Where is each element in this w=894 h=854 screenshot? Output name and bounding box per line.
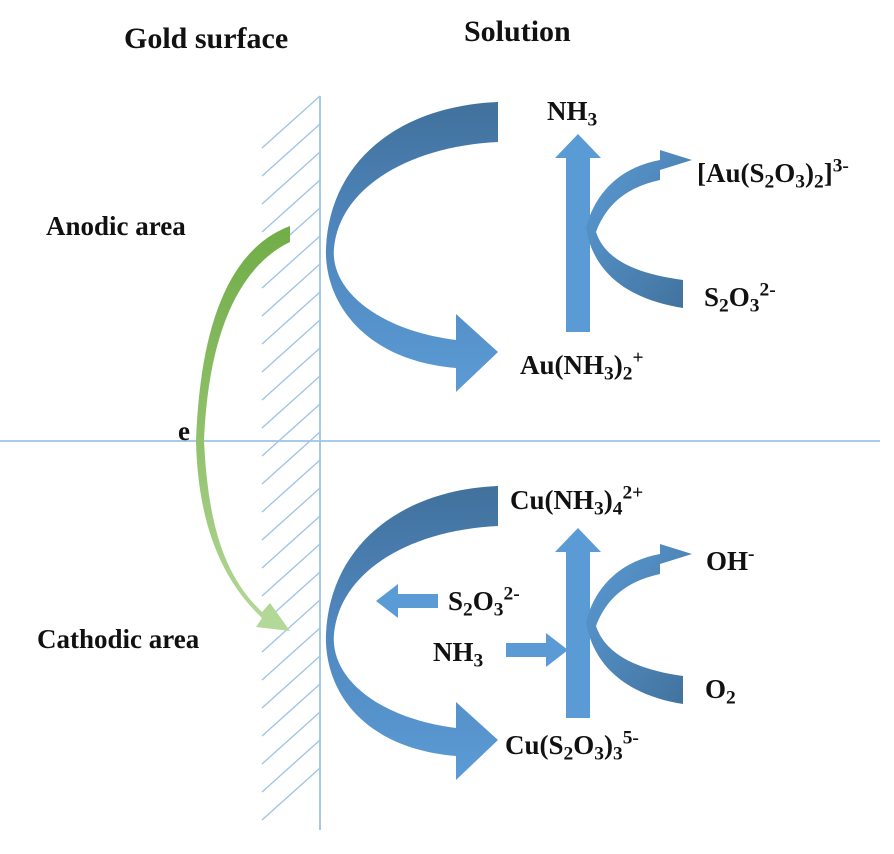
species-au-thio-sup: 3- [832,155,849,177]
species-au-amm-s1: 3 [604,363,614,385]
species-au-amm-p1: Au(NH [520,350,605,380]
species-oh-main: OH [706,546,749,576]
species-nh3-top-sub: 3 [587,109,598,131]
species-nh3-mid-main: NH [433,637,474,667]
species-au-thio-p1: [Au(S [697,158,765,188]
species-cu-amm-s2: 4 [612,498,623,520]
species-au-thio-p2: O [774,158,796,188]
species-s2o3-mid-p1: S [448,586,464,616]
species-cu-ammine: Cu(NH3)42+ [510,483,643,519]
ammonia-right-arrow [506,633,568,667]
species-o2-sub: 2 [726,687,736,709]
cathodic-vertical-arrow [555,528,601,718]
species-au-thio-s1: 2 [764,171,775,193]
anodic-curved-arrow [325,102,498,392]
species-s2o3-top-s1: 2 [719,295,729,317]
gold-surface-header: Gold surface [124,22,289,55]
cathodic-area-label: Cathodic area [37,624,200,654]
species-au-thio-s2: 3 [795,171,805,193]
anodic-vertical-arrow [555,134,601,332]
species-cu-amm-p2: ) [603,485,613,515]
cathodic-branch-arrow [586,544,692,704]
species-s2o3-mid-s2: 3 [493,599,504,621]
species-cu-thio-s2: 3 [594,743,604,765]
species-au-amm-sup: + [632,347,644,369]
cathodic-curved-arrow [325,486,498,780]
species-cu-thio-p3: ) [603,730,613,760]
species-s2o3-top-sup: 2- [759,279,776,301]
species-s2o3-mid-sup: 2- [503,583,520,605]
species-hydroxide: OH- [706,544,755,576]
species-cu-amm-sup: 2+ [622,482,644,504]
species-cu-thio-s1: 2 [563,743,574,765]
species-thiosulfate-mid: S2O32- [448,584,520,620]
species-s2o3-mid-s1: 2 [463,599,473,621]
species-au-thiosulfate: [Au(S2O3)2]3- [697,156,849,192]
species-nh3-mid: NH3 [433,637,483,671]
species-cu-thio-p2: O [573,730,595,760]
species-cu-thiosulfate: Cu(S2O3)35- [505,728,639,764]
anodic-branch-arrow [586,150,692,308]
species-cu-amm-s1: 3 [594,498,604,520]
species-cu-thio-p1: Cu(S [505,730,564,760]
species-au-thio-p3: ) [804,158,814,188]
solution-header: Solution [464,15,571,48]
thiosulfate-left-arrow [376,584,438,618]
anodic-area-label: Anodic area [46,211,186,241]
species-thiosulfate-top: S2O32- [704,280,776,316]
species-s2o3-mid-p2: O [472,586,494,616]
species-au-thio-s3: 2 [813,171,824,193]
species-au-amm-p2: ) [613,350,623,380]
species-cu-amm-p1: Cu(NH [510,485,595,515]
species-nh3-mid-sub: 3 [473,650,484,672]
species-nh3-top: NH3 [547,96,597,130]
species-nh3-top-main: NH [547,96,588,126]
electron-label: e [178,416,190,446]
gold-surface-hatching [261,95,321,821]
species-oh-sup: - [748,543,755,565]
species-au-thio-p4: ] [823,158,833,188]
species-cu-thio-s3: 3 [612,743,623,765]
species-o2-main: O [705,674,727,704]
species-s2o3-top-s2: 3 [749,295,760,317]
species-s2o3-top-p1: S [704,282,720,312]
species-au-ammine: Au(NH3)2+ [520,348,644,384]
species-oxygen: O2 [705,674,736,708]
species-s2o3-top-p2: O [728,282,750,312]
electron-transfer-arrow [196,226,290,631]
species-au-amm-s2: 2 [622,363,633,385]
species-cu-thio-sup: 5- [622,727,639,749]
